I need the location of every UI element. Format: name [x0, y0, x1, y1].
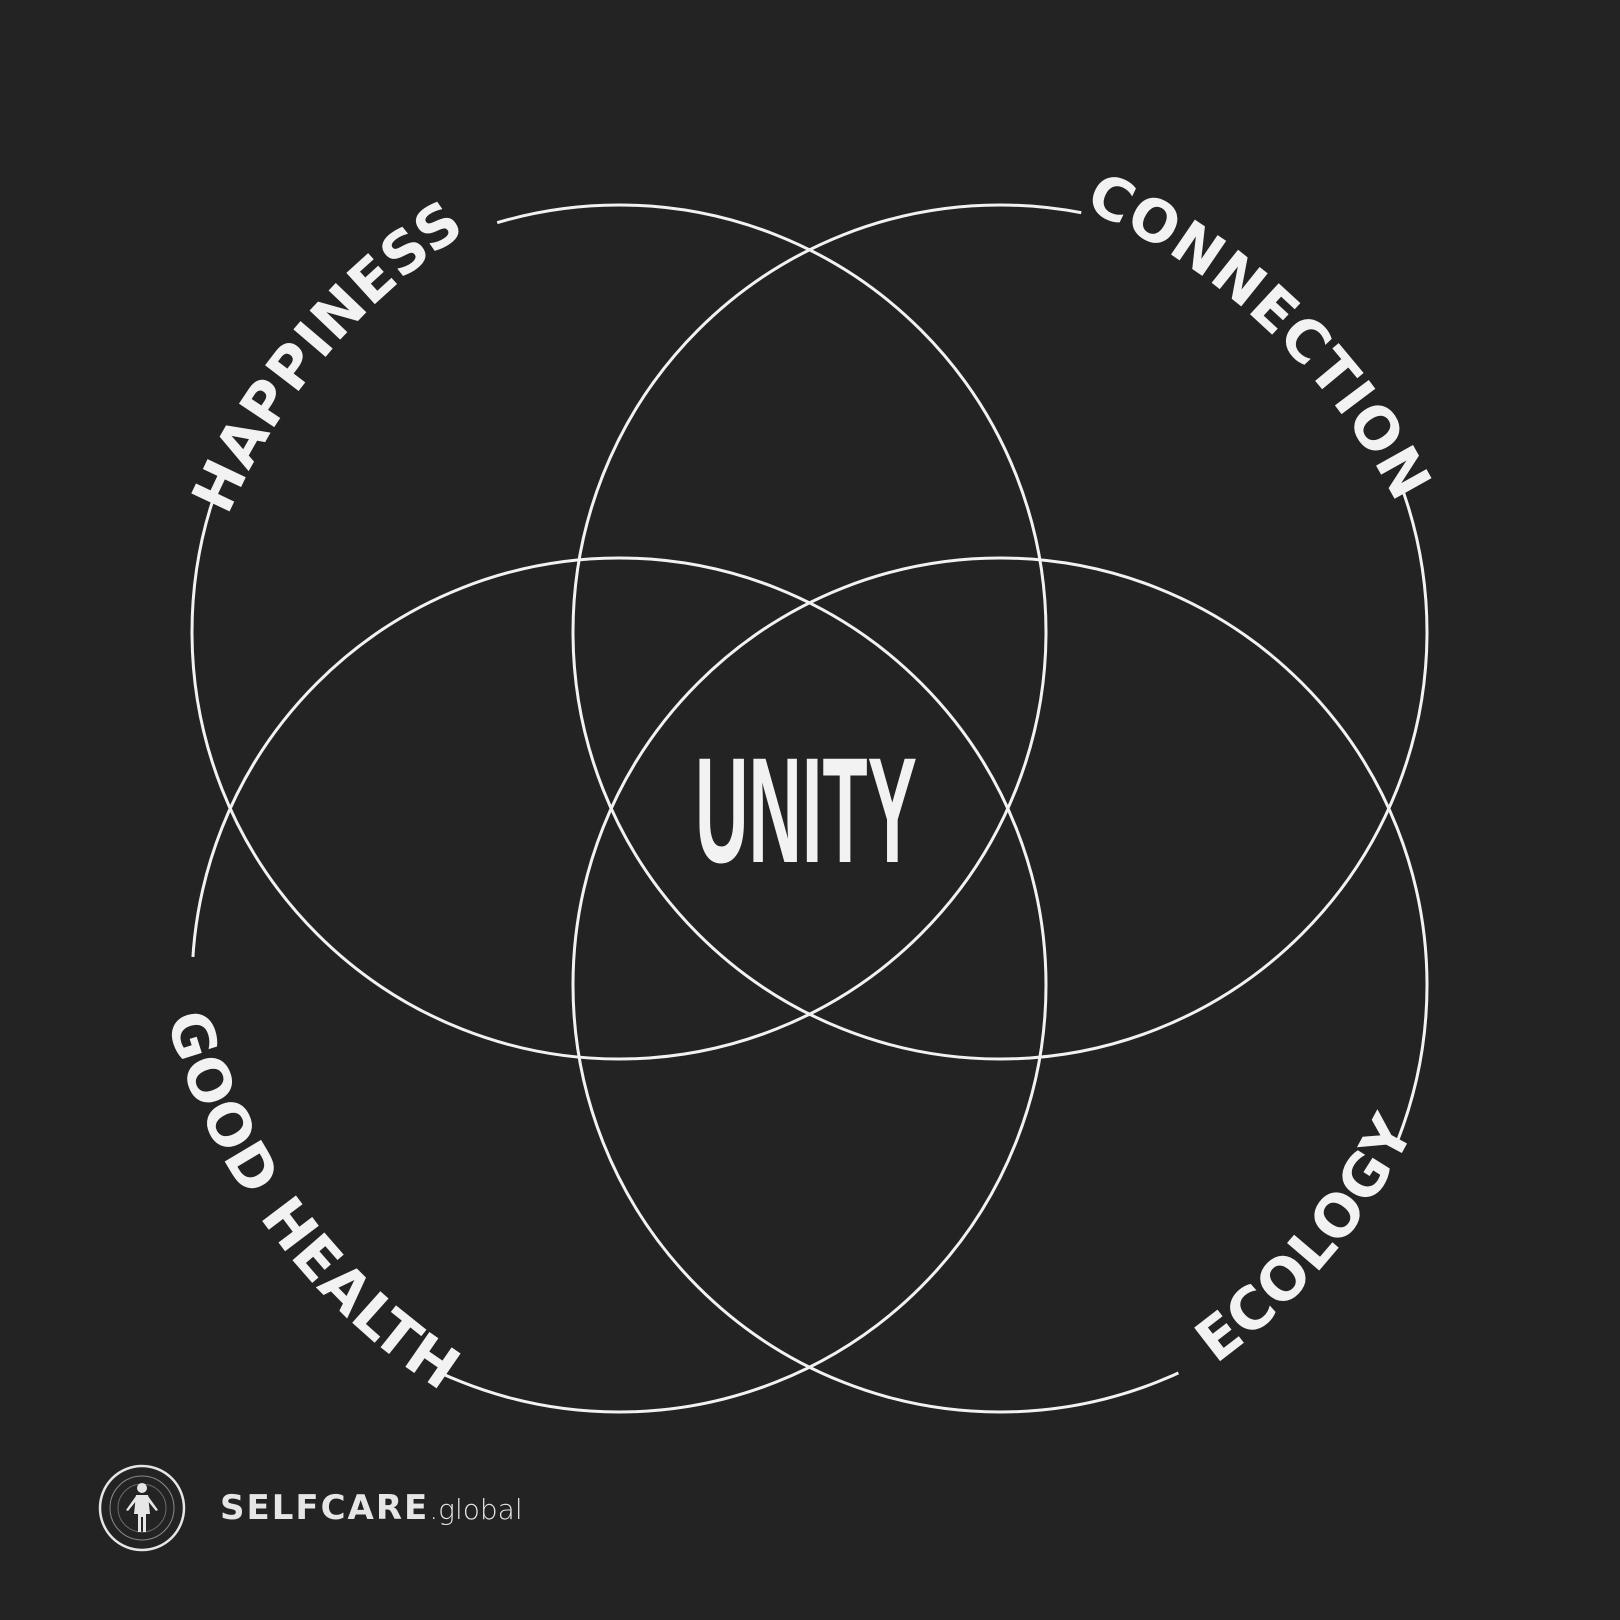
brand-name: SELFCARE	[220, 1488, 430, 1528]
label-connection: CONNECTION	[1078, 159, 1445, 511]
circle-ecology	[571, 556, 1429, 1414]
circle-connection	[571, 203, 1429, 1061]
brand-wordmark: SELFCARE .global	[220, 1488, 523, 1528]
label-happiness: HAPPINESS	[178, 186, 475, 522]
brand-footer: SELFCARE .global	[96, 1462, 523, 1554]
human-figure-circle-icon	[98, 1464, 186, 1552]
label-good-health: GOOD HEALTH	[153, 1002, 472, 1403]
circle-happiness	[190, 203, 1048, 1061]
center-label-unity: UNITY	[695, 726, 917, 894]
label-ecology: ECOLOGY	[1183, 1103, 1427, 1375]
brand-domain: .global	[429, 1493, 523, 1526]
